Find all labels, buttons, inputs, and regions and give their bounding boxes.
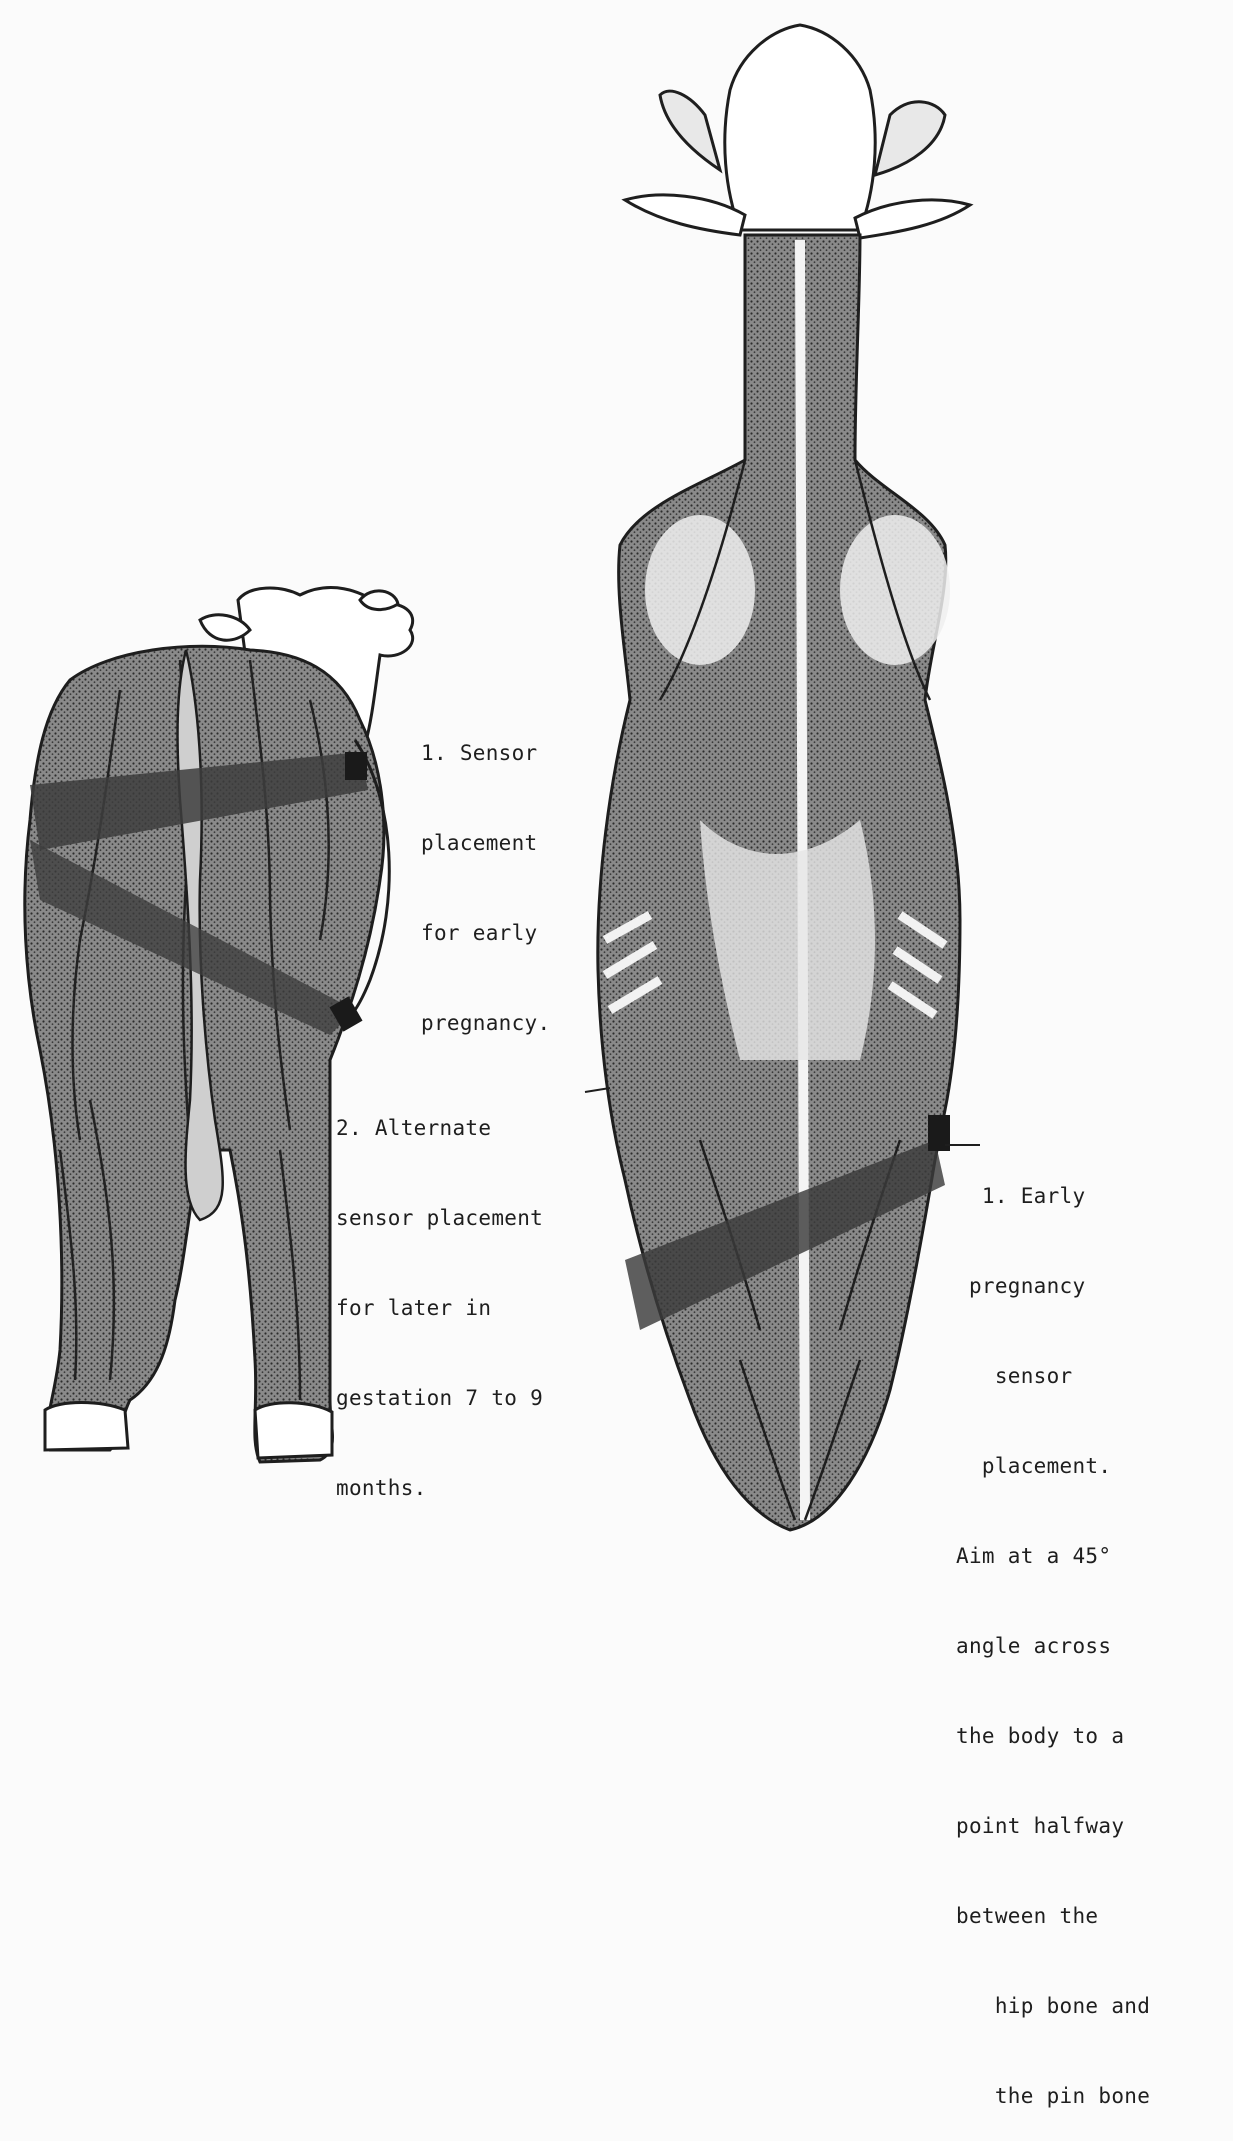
sensor-tip-rear-early	[345, 752, 367, 780]
label-line: for later in	[336, 1293, 543, 1323]
label-line: pregnancy.	[421, 1008, 550, 1038]
label-line: 1. Early	[956, 1181, 1150, 1211]
label-sensor-early-top: 1. Early pregnancy sensor placement. Aim…	[956, 1121, 1150, 2141]
label-line: pregnancy	[956, 1271, 1150, 1301]
label-line: Aim at a 45°	[956, 1541, 1150, 1571]
label-line: for early	[421, 918, 550, 948]
hooves-rear	[45, 1403, 332, 1459]
label-line: 2. Alternate	[336, 1113, 543, 1143]
label-line: sensor	[956, 1361, 1150, 1391]
label-line: gestation 7 to 9	[336, 1383, 543, 1413]
label-line: placement.	[956, 1451, 1150, 1481]
label-line: between the	[956, 1901, 1150, 1931]
label-sensor-alternate-rear: 2. Alternate sensor placement for later …	[336, 1053, 543, 1533]
shoulder-left	[645, 515, 755, 665]
label-line: placement	[421, 828, 550, 858]
label-sensor-early-rear: 1. Sensor placement for early pregnancy.	[421, 678, 550, 1068]
label-line: angle across	[956, 1631, 1150, 1661]
label-line: point halfway	[956, 1811, 1150, 1841]
label-line: 1. Sensor	[421, 738, 550, 768]
label-line: months.	[336, 1473, 543, 1503]
cow-head-top	[625, 25, 970, 238]
shoulder-right	[840, 515, 950, 665]
label-line: sensor placement	[336, 1203, 543, 1233]
top-view-cow	[598, 25, 980, 1530]
label-line: hip bone and	[956, 1991, 1150, 2021]
label-line: the pin bone	[956, 2081, 1150, 2111]
label-line: the body to a	[956, 1721, 1150, 1751]
